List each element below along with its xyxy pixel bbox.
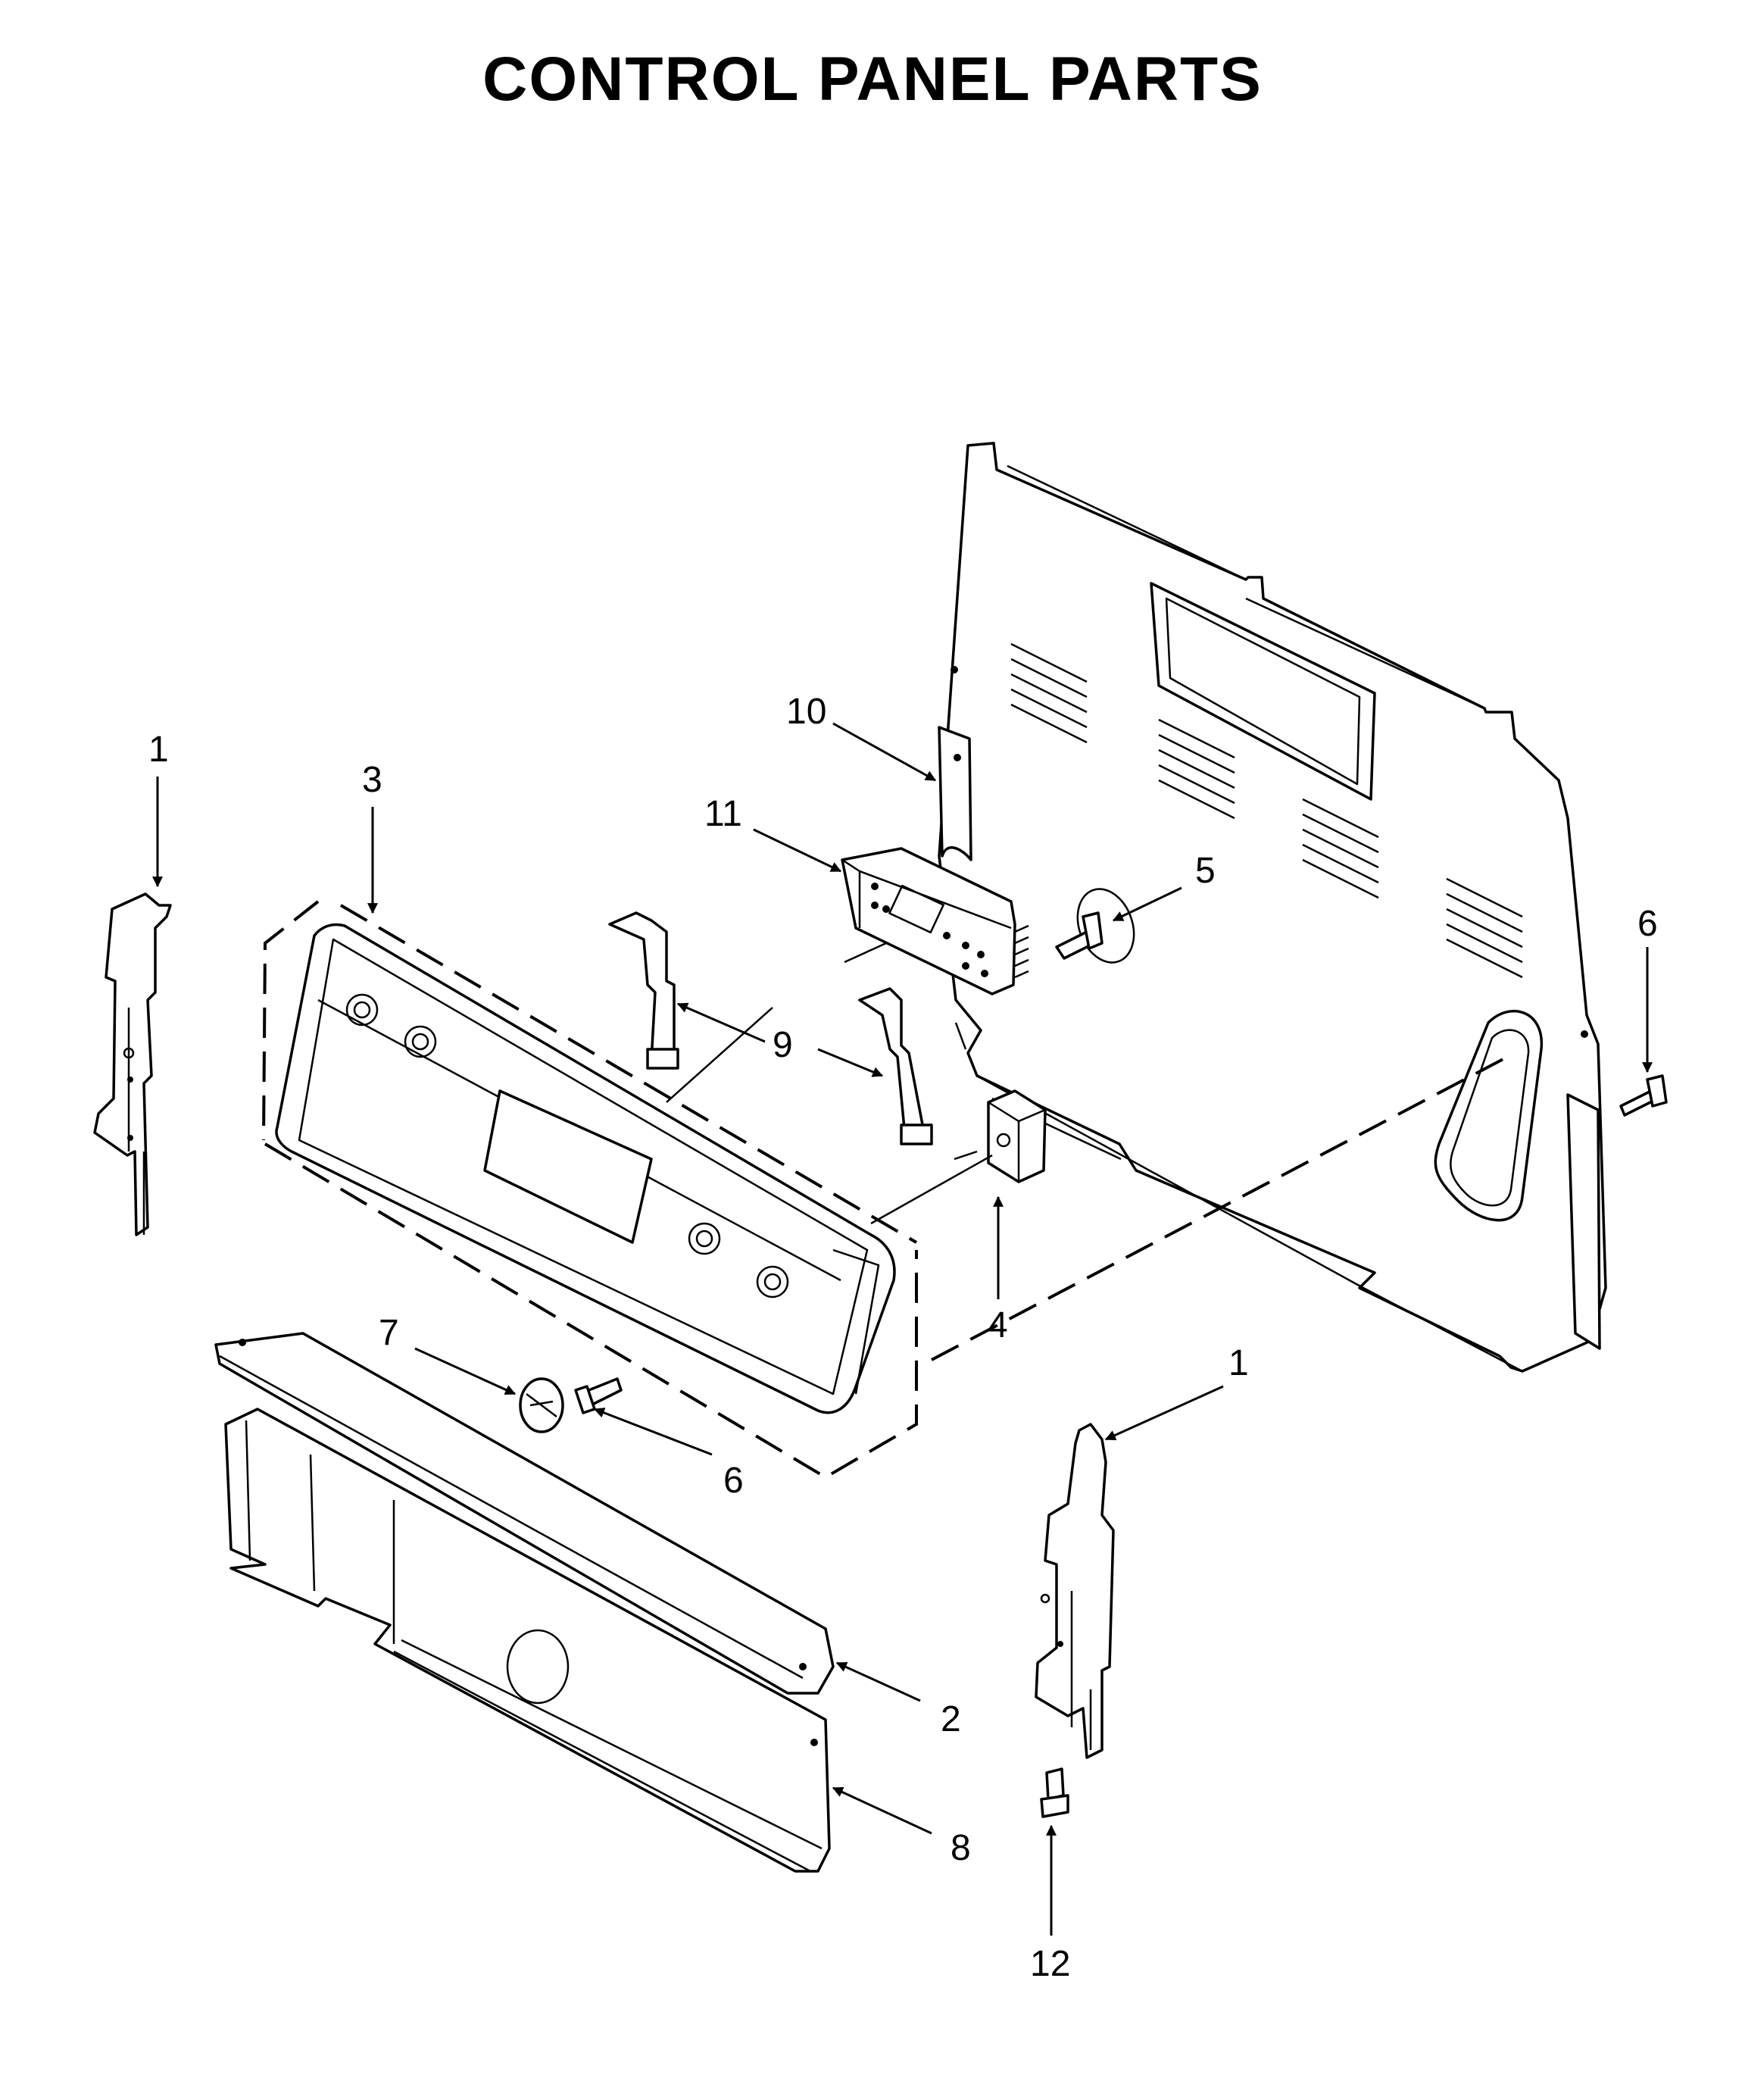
knob-part-7 [519, 1377, 564, 1433]
callout-2: 2 [941, 1699, 961, 1739]
screw-part-12 [1040, 1767, 1069, 1818]
callout-5: 5 [1195, 851, 1216, 891]
mounting-bracket-part-9-lower [858, 987, 933, 1145]
rear-panel [938, 442, 1607, 1373]
diagram-title: CONTROL PANEL PARTS [482, 45, 1263, 114]
callout-8: 8 [951, 1828, 971, 1868]
callout-arrows [152, 722, 1653, 1936]
side-bracket-part-1-left [93, 892, 172, 1236]
callout-6-right: 6 [1637, 904, 1658, 944]
assembly-dashed-outlines [262, 900, 1516, 1480]
callout-1-right: 1 [1228, 1343, 1249, 1383]
callout-6-bottom: 6 [723, 1461, 744, 1501]
side-bracket-part-1-right [1035, 1423, 1115, 1759]
callout-11: 11 [704, 794, 742, 834]
callout-10: 10 [786, 692, 826, 732]
mounting-bracket-part-9-upper [608, 911, 679, 1070]
manifold-panel-part-8 [224, 1408, 831, 1873]
callout-12: 12 [1030, 1944, 1070, 1984]
callout-labels: 1 3 10 11 5 6 9 4 7 6 1 2 8 12 [148, 692, 1658, 1984]
screw-part-5 [1055, 888, 1135, 964]
callout-7: 7 [379, 1313, 399, 1353]
callout-9: 9 [773, 1025, 793, 1065]
console-part-3 [275, 923, 896, 1414]
screw-part-6-right [1619, 1074, 1668, 1117]
callout-3: 3 [362, 760, 382, 800]
callout-1-left: 1 [148, 730, 169, 770]
screw-part-6-lower [574, 1377, 623, 1414]
control-board-part-11 [841, 847, 1029, 995]
bracket-part-10 [938, 726, 972, 861]
switch-part-4 [987, 1089, 1047, 1183]
callout-4: 4 [988, 1305, 1008, 1345]
trim-part-2 [214, 1332, 835, 1695]
